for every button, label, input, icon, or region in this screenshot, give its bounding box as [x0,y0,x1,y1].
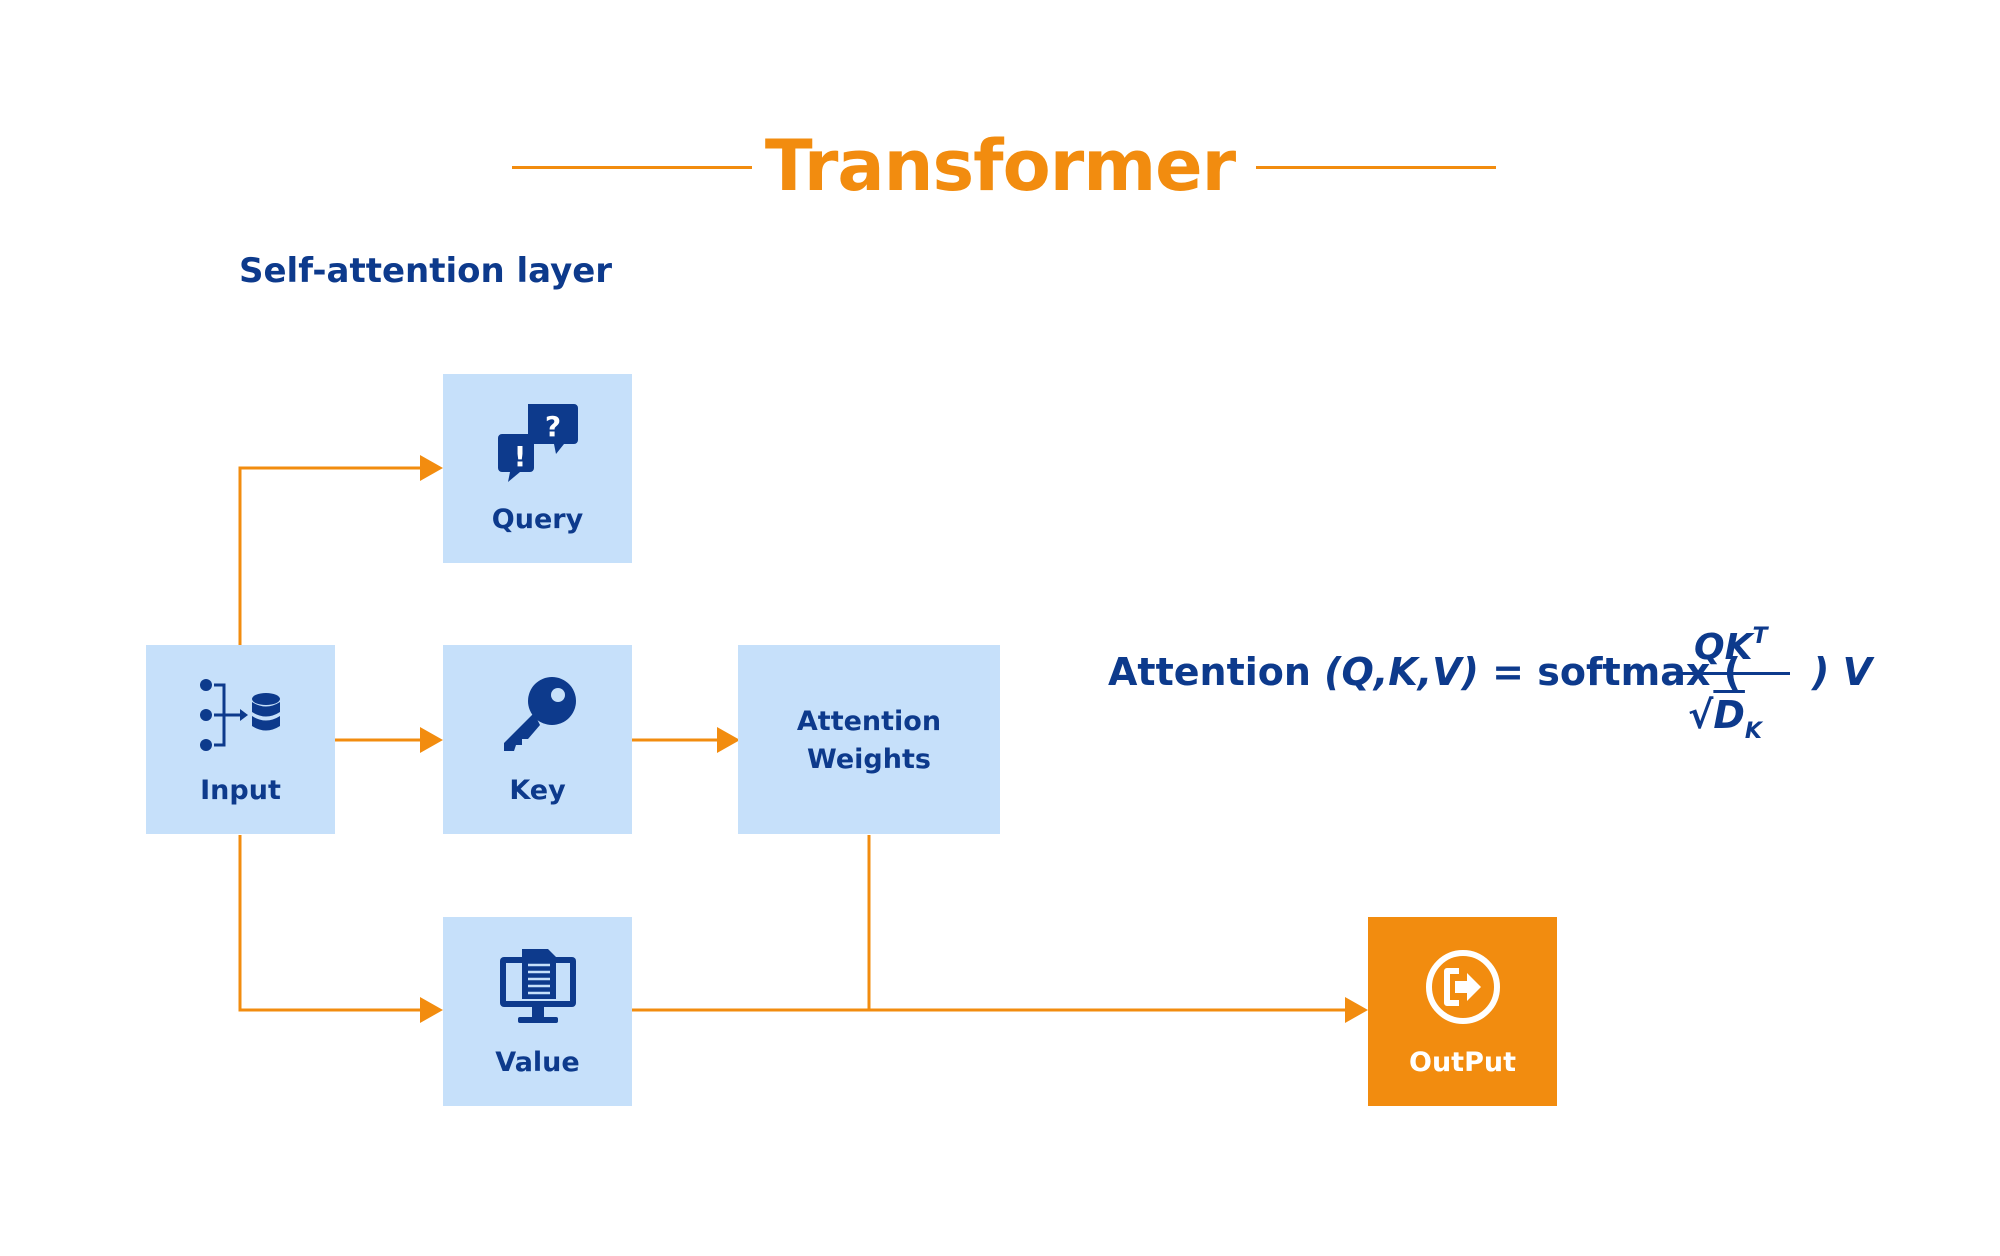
formula-numerator-text: QK [1694,627,1753,668]
formula-fraction-bar [1676,672,1790,675]
node-output-label: OutPut [1409,1047,1516,1078]
formula-sqrt: √ [1688,693,1714,737]
node-value: Value [443,917,632,1106]
node-key-label: Key [509,775,566,806]
formula-denominator: √DK [1688,690,1762,757]
node-query-label: Query [491,504,584,535]
arrowhead-key [420,727,443,753]
node-input-label: Input [200,775,281,806]
edge-input-value [238,835,420,1012]
title-rule-left [512,166,752,169]
node-attention-weights-label: Attention Weights [738,703,1000,779]
formula-close-text: ) V [1812,650,1873,694]
title-rule-right [1256,166,1496,169]
arrowhead-query [420,455,443,481]
key-icon [503,677,576,751]
page-title: Transformer [764,125,1236,207]
exit-arrow-circle-icon [1425,950,1500,1024]
node-value-label: Value [495,1047,580,1078]
arrowhead-weights [717,727,740,753]
section-subtitle: Self-attention layer [239,251,613,291]
node-key: Key [443,645,632,834]
node-attention-weights: Attention Weights [738,645,1000,834]
arrowhead-output [1345,997,1368,1023]
formula-attention: Attention [1108,650,1311,694]
attention-weights-line1: Attention [796,706,942,737]
formula-close: ) V [1812,647,1872,697]
formula-numerator-sup: T [1752,624,1768,649]
arrowhead-value [420,997,443,1023]
attention-weights-line2: Weights [807,744,931,775]
formula-args: (Q,K,V) [1324,650,1479,694]
svg-text:?: ? [544,410,560,443]
data-flow-database-icon [199,679,280,751]
formula-denominator-sub: K [1744,719,1762,744]
edge-input-query [238,466,420,645]
formula-numerator: QKT [1694,612,1768,673]
svg-text:!: ! [513,440,526,473]
node-input: Input [146,645,335,834]
question-exclamation-chat-icon: ? ! [497,404,578,482]
node-query: ? ! Query [443,374,632,563]
node-output: OutPut [1368,917,1557,1106]
formula-lhs: Attention (Q,K,V) = softmax ( [1108,647,1741,697]
document-monitor-icon [499,949,576,1023]
formula-denominator-text: D [1713,693,1745,737]
